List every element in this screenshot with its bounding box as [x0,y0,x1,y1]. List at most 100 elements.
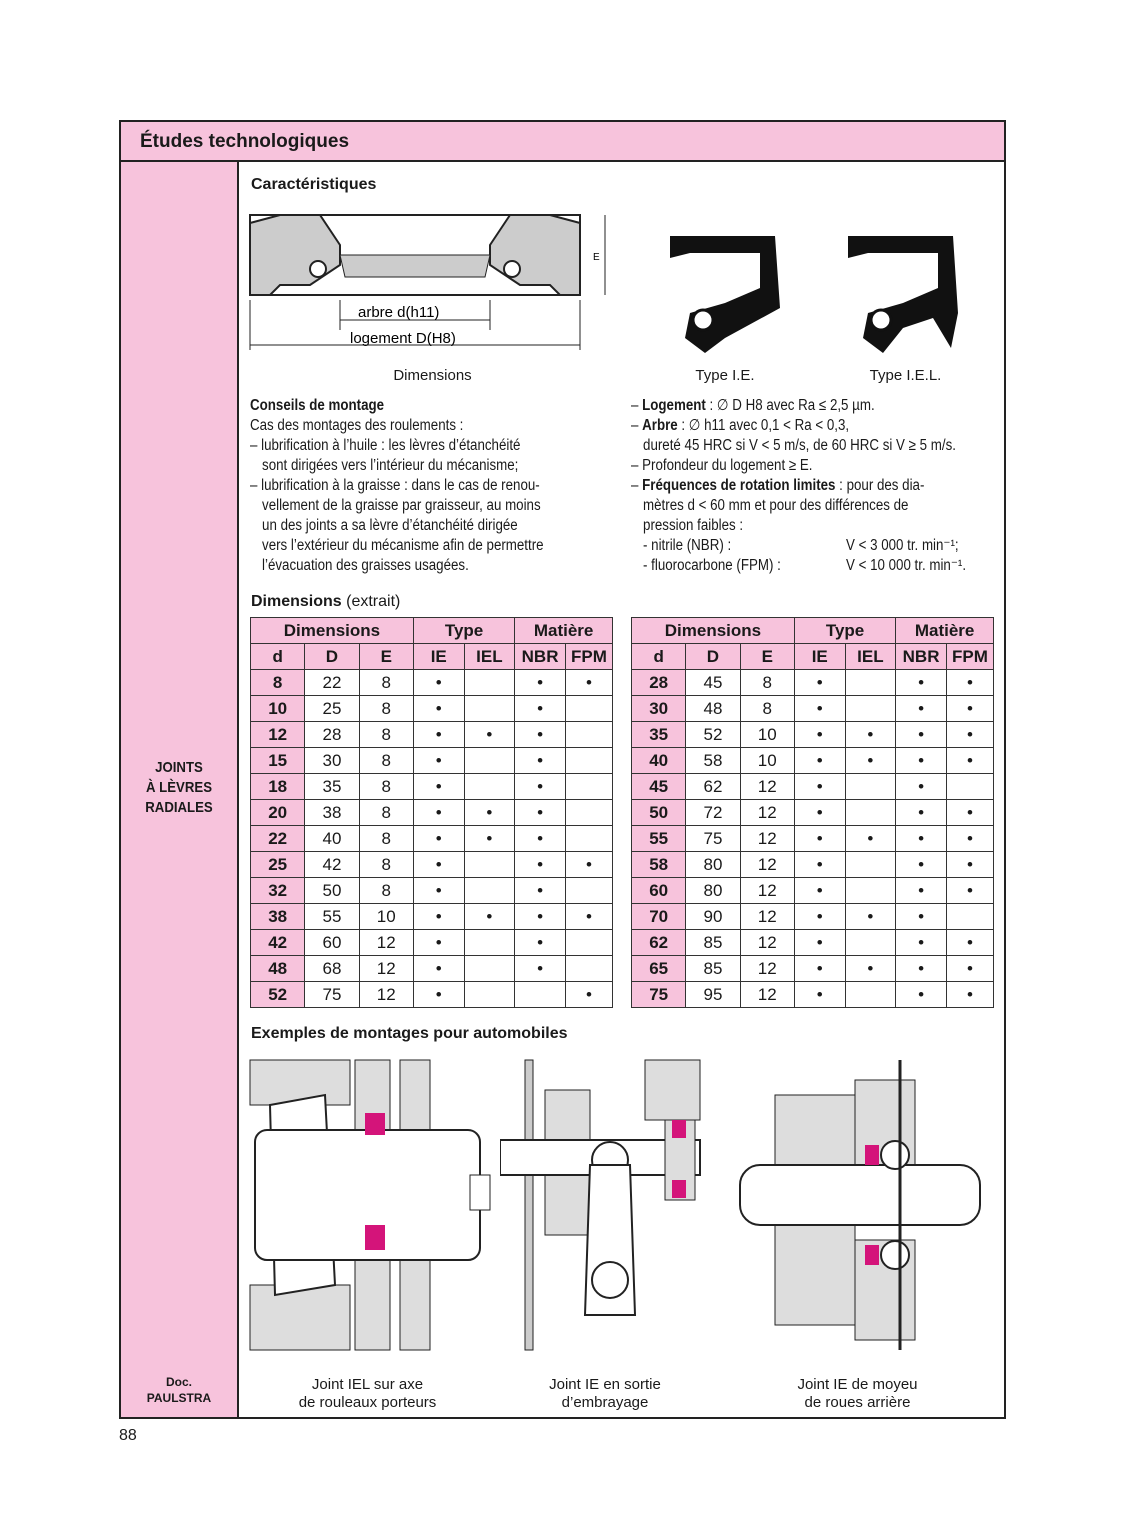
mounting-line: l’évacuation des graisses usagées. [262,557,469,574]
availability-bullet: • [816,828,823,848]
cell-nbr: • [514,903,566,930]
cell-fpm: • [945,877,995,904]
availability-bullet: • [918,698,925,718]
availability-bullet: • [537,724,544,744]
availability-bullet: • [918,724,925,744]
availability-bullet: • [435,828,442,848]
cell-nbr: • [514,929,566,956]
availability-bullet: • [435,984,442,1004]
mounting-title: Conseils de montage [250,397,385,414]
sidebar: JOINTS À LÈVRES RADIALES Doc. PAULSTRA [121,162,239,1417]
availability-bullet: • [816,698,823,718]
cell-nbr: • [514,955,566,982]
cell-ie: • [793,981,846,1008]
availability-bullet: • [918,750,925,770]
mounting-line: vellement de la graisse par graisseur, a… [262,497,541,514]
caption-line: Joint IE de moyeu [797,1376,918,1393]
availability-bullet: • [537,880,544,900]
availability-bullet: • [966,854,973,874]
column-header: D [304,643,360,670]
cell-nbr: • [895,695,947,722]
cell-ie: • [412,981,465,1008]
cell-d: 60 [304,929,360,956]
cell-d: 70 [630,903,687,930]
availability-bullet: • [435,724,442,744]
cell-fpm [564,799,614,826]
caption-line: Joint IE en sortie [549,1376,661,1393]
availability-bullet: • [435,958,442,978]
column-header: d [630,643,687,670]
spec-arbre: – Arbre : ∅ h11 avec 0,1 < Ra < 0,3, [631,417,850,434]
cell-ie: • [793,903,846,930]
availability-bullet: • [816,672,823,692]
cell-d: 68 [304,955,360,982]
availability-bullet: • [537,802,544,822]
mounting-line: vers l’extérieur du mécanisme afin de pe… [262,537,544,554]
availability-bullet: • [537,776,544,796]
cell-d: 65 [630,955,687,982]
cell-fpm: • [564,981,614,1008]
cell-d: 28 [630,669,687,696]
cell-d: 58 [685,747,741,774]
cell-d: 30 [630,695,687,722]
availability-bullet: • [966,750,973,770]
cell-ie: • [793,955,846,982]
cell-ie: • [412,669,465,696]
example-drawing-clutch-output [500,1059,701,1351]
availability-bullet: • [966,724,973,744]
availability-bullet: • [537,750,544,770]
cell-nbr: • [895,955,947,982]
spec-value: V < 3 000 tr. min⁻¹; [846,537,959,554]
cell-d: 58 [630,851,687,878]
housing-label: logement D(H8) [350,330,456,347]
cell-nbr: • [514,747,566,774]
cell-d: 18 [249,773,306,800]
cell-iel [463,695,516,722]
cell-e: 8 [739,669,795,696]
cell-iel [844,929,897,956]
dimensions-title: Dimensions (extrait) [251,593,400,611]
availability-bullet: • [585,672,592,692]
cell-fpm: • [945,695,995,722]
cell-d: 62 [685,773,741,800]
cell-d: 15 [249,747,306,774]
cell-nbr: • [514,695,566,722]
cell-e: 12 [739,773,795,800]
availability-bullet: • [816,984,823,1004]
cell-iel [844,877,897,904]
cell-iel: • [844,825,897,852]
cell-fpm: • [945,669,995,696]
cell-d: 48 [249,955,306,982]
group-header: Matière [514,617,613,644]
type-iel-drawing [848,236,958,353]
availability-bullet: • [966,880,973,900]
caption-type-ie: Type I.E. [695,367,755,384]
cell-d: 95 [685,981,741,1008]
cell-iel [844,981,897,1008]
cell-d: 25 [304,695,360,722]
spec-nbr: - nitrile (NBR) :V < 3 000 tr. min⁻¹; [631,536,966,556]
cell-iel: • [463,721,516,748]
availability-bullet: • [966,698,973,718]
column-header: E [739,643,795,670]
examples-title: Exemples de montages pour automobiles [251,1025,568,1042]
cell-iel [463,773,516,800]
cell-iel [463,955,516,982]
cell-e: 12 [739,799,795,826]
cell-fpm: • [564,903,614,930]
availability-bullet: • [435,750,442,770]
cell-nbr: • [514,799,566,826]
column-header: FPM [945,643,995,670]
cell-fpm [564,695,614,722]
cell-iel: • [844,747,897,774]
availability-bullet: • [486,724,493,744]
column-header: IE [412,643,465,670]
cell-d: 75 [304,981,360,1008]
